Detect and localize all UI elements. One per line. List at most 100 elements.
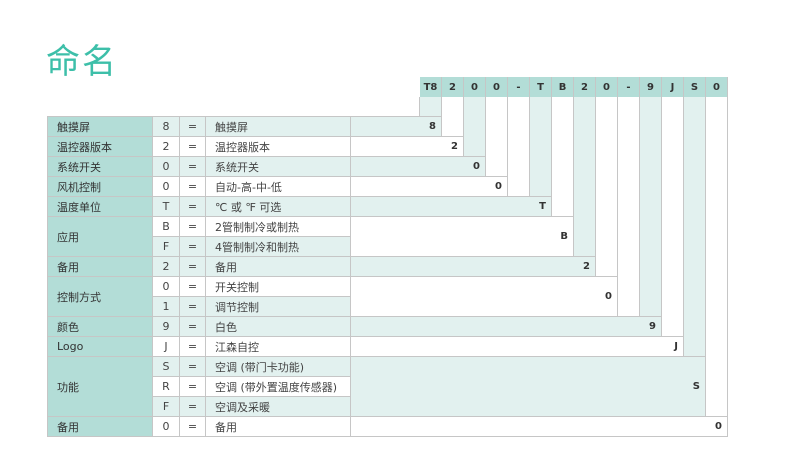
option-description: 开关控制 xyxy=(206,277,351,297)
option-description: 自动-高-中-低 xyxy=(206,177,351,197)
equals-sign: = xyxy=(180,157,206,177)
code-value-9: J xyxy=(351,337,684,357)
option-description: 江森自控 xyxy=(206,337,351,357)
equals-sign: = xyxy=(180,217,206,237)
code-value-1: 2 xyxy=(351,137,464,157)
option-key: 0 xyxy=(153,157,180,177)
option-key: 9 xyxy=(153,317,180,337)
option-key: 2 xyxy=(153,257,180,277)
code-column-strip xyxy=(640,97,662,317)
equals-sign: = xyxy=(180,337,206,357)
option-description: 空调及采暖 xyxy=(206,397,351,417)
code-value-0: 8 xyxy=(351,117,442,137)
option-description: 空调 (带外置温度传感器) xyxy=(206,377,351,397)
option-key: S xyxy=(153,357,180,377)
option-key: 0 xyxy=(153,177,180,197)
group-label: 温控器版本 xyxy=(47,137,153,157)
option-key: J xyxy=(153,337,180,357)
option-description: 温控器版本 xyxy=(206,137,351,157)
code-value-5: B xyxy=(351,217,574,257)
code-header-cell: - xyxy=(508,77,530,97)
equals-sign: = xyxy=(180,177,206,197)
equals-sign: = xyxy=(180,397,206,417)
equals-sign: = xyxy=(180,197,206,217)
equals-sign: = xyxy=(180,417,206,437)
equals-sign: = xyxy=(180,277,206,297)
code-column-strip xyxy=(618,97,640,317)
option-key: 8 xyxy=(153,117,180,137)
code-header-cell: 2 xyxy=(442,77,464,97)
equals-sign: = xyxy=(180,377,206,397)
code-column-strip xyxy=(684,97,706,357)
code-value-6: 2 xyxy=(351,257,596,277)
option-key: 2 xyxy=(153,137,180,157)
option-description: 系统开关 xyxy=(206,157,351,177)
option-description: 空调 (带门卡功能) xyxy=(206,357,351,377)
code-header-cell: T8 xyxy=(420,77,442,97)
code-header-cell: T xyxy=(530,77,552,97)
page-title: 命名 xyxy=(46,42,118,82)
option-key: F xyxy=(153,397,180,417)
option-description: 白色 xyxy=(206,317,351,337)
group-label: 应用 xyxy=(47,217,153,257)
code-header-cell: S xyxy=(684,77,706,97)
code-header-cell: 0 xyxy=(486,77,508,97)
code-header-cell: 0 xyxy=(596,77,618,97)
code-value-8: 9 xyxy=(351,317,662,337)
code-header-cell: 9 xyxy=(640,77,662,97)
option-description: 2管制制冷或制热 xyxy=(206,217,351,237)
code-header-cell: 2 xyxy=(574,77,596,97)
table-top-border xyxy=(47,116,420,117)
code-column-strip xyxy=(420,97,442,117)
option-key: 0 xyxy=(153,417,180,437)
header-connector xyxy=(419,97,420,117)
option-key: 1 xyxy=(153,297,180,317)
code-value-10: S xyxy=(351,357,706,417)
code-column-strip xyxy=(662,97,684,337)
code-value-11: 0 xyxy=(351,417,728,437)
code-column-strip xyxy=(596,97,618,277)
code-column-strip xyxy=(442,97,464,137)
group-label: 备用 xyxy=(47,417,153,437)
group-label: 控制方式 xyxy=(47,277,153,317)
group-label: 温度单位 xyxy=(47,197,153,217)
code-value-7: 0 xyxy=(351,277,618,317)
group-label: 颜色 xyxy=(47,317,153,337)
option-description: ℃ 或 ℉ 可选 xyxy=(206,197,351,217)
option-description: 触摸屏 xyxy=(206,117,351,137)
option-key: F xyxy=(153,237,180,257)
code-column-strip xyxy=(508,97,530,197)
option-description: 备用 xyxy=(206,257,351,277)
code-value-2: 0 xyxy=(351,157,486,177)
code-column-strip xyxy=(706,97,728,417)
equals-sign: = xyxy=(180,317,206,337)
group-label: 功能 xyxy=(47,357,153,417)
code-column-strip xyxy=(464,97,486,157)
code-column-strip xyxy=(574,97,596,257)
option-description: 调节控制 xyxy=(206,297,351,317)
option-key: B xyxy=(153,217,180,237)
equals-sign: = xyxy=(180,237,206,257)
code-column-strip xyxy=(486,97,508,177)
code-header-cell: 0 xyxy=(706,77,728,97)
option-key: 0 xyxy=(153,277,180,297)
group-label: 触摸屏 xyxy=(47,117,153,137)
option-key: R xyxy=(153,377,180,397)
equals-sign: = xyxy=(180,357,206,377)
option-description: 4管制制冷和制热 xyxy=(206,237,351,257)
code-value-4: T xyxy=(351,197,552,217)
group-label: 风机控制 xyxy=(47,177,153,197)
code-header-cell: J xyxy=(662,77,684,97)
group-label: 系统开关 xyxy=(47,157,153,177)
equals-sign: = xyxy=(180,117,206,137)
group-label: 备用 xyxy=(47,257,153,277)
code-value-3: 0 xyxy=(351,177,508,197)
option-description: 备用 xyxy=(206,417,351,437)
code-column-strip xyxy=(530,97,552,197)
equals-sign: = xyxy=(180,257,206,277)
code-header-cell: - xyxy=(618,77,640,97)
equals-sign: = xyxy=(180,137,206,157)
equals-sign: = xyxy=(180,297,206,317)
code-column-strip xyxy=(552,97,574,217)
code-header-cell: B xyxy=(552,77,574,97)
